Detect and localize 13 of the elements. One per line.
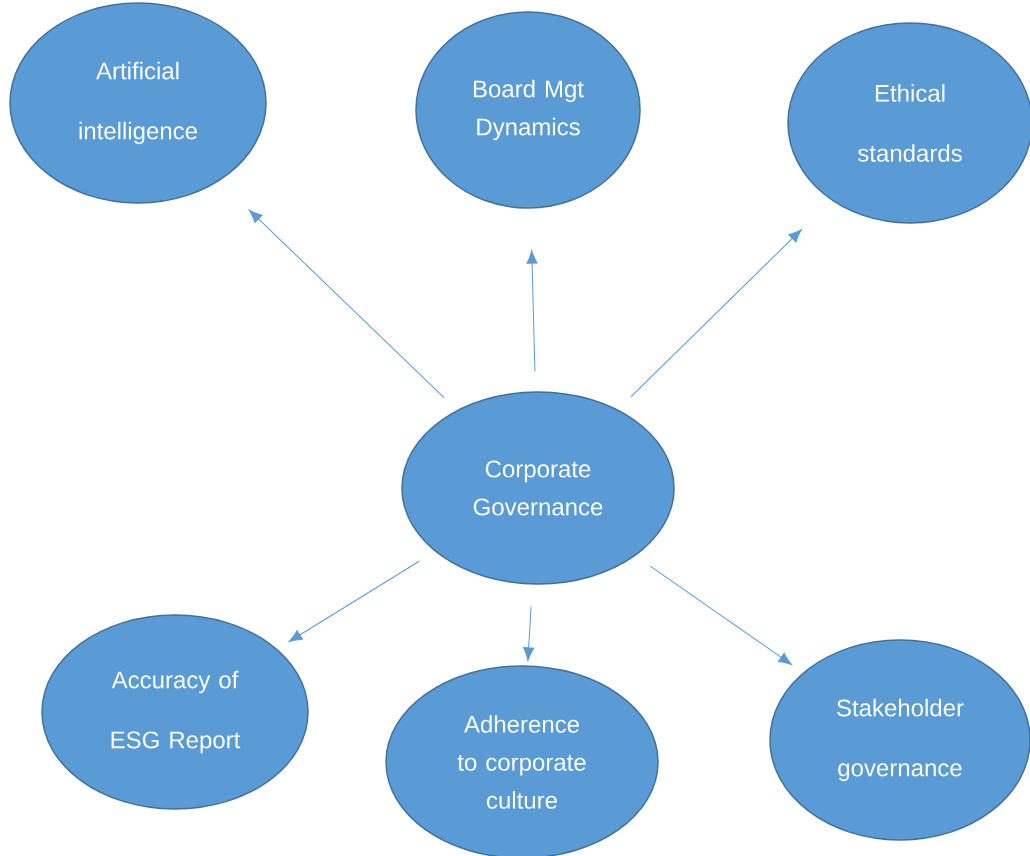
arrow [248,209,445,399]
ellipse-node: Accuracy of ESG Report [41,614,309,810]
ellipse-node: Adherence to corporate culture [385,665,659,856]
ellipse-node: Stakeholder governance [769,639,1030,841]
ellipse-node: Ethical standards [787,22,1030,224]
arrow [649,565,793,665]
arrow [630,229,802,398]
ellipse-node: Artificial intelligence [9,2,267,204]
ellipse-node: Board Mgt Dynamics [415,11,641,209]
arrow [523,606,535,661]
ellipse-node: Corporate Governance [401,391,675,585]
arrow [526,250,538,372]
arrow [288,560,421,643]
